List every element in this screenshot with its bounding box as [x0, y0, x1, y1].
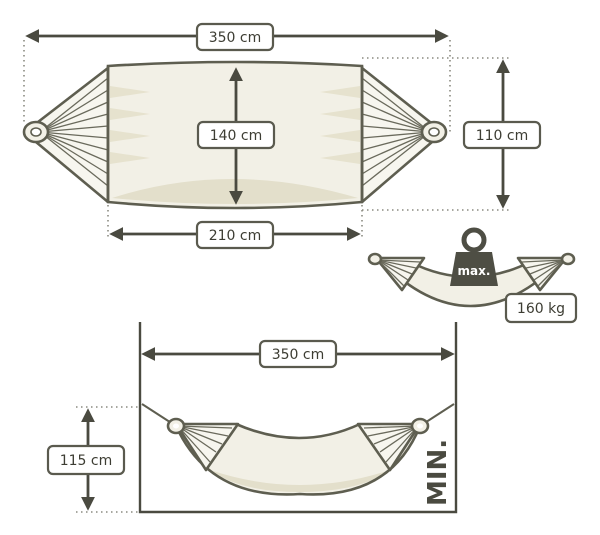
min-label: MIN.	[423, 439, 453, 506]
svg-text:350 cm: 350 cm	[209, 30, 262, 46]
body-length-label: 210 cm	[195, 220, 275, 250]
svg-text:350 cm: 350 cm	[272, 347, 325, 363]
body-width-label: 140 cm	[196, 120, 276, 150]
weight-icon: max.	[450, 227, 498, 286]
max-label: max.	[458, 264, 491, 278]
total-length-label: 350 cm	[195, 22, 275, 52]
right-cords	[361, 77, 431, 187]
posts-frame	[138, 322, 458, 514]
left-cords	[39, 77, 109, 187]
cloth-tucks	[110, 86, 360, 164]
svg-text:110 cm: 110 cm	[476, 128, 529, 144]
min-hanging-diagram	[76, 322, 458, 514]
end-width-label: 110 cm	[462, 120, 542, 150]
svg-text:210 cm: 210 cm	[209, 228, 262, 244]
min-span-label: 350 cm	[258, 339, 338, 369]
svg-text:115 cm: 115 cm	[60, 453, 113, 469]
svg-text:160 kg: 160 kg	[517, 301, 565, 317]
max-load-label: 160 kg	[504, 292, 578, 324]
svg-text:140 cm: 140 cm	[210, 128, 263, 144]
min-height-label: 115 cm	[46, 444, 126, 476]
